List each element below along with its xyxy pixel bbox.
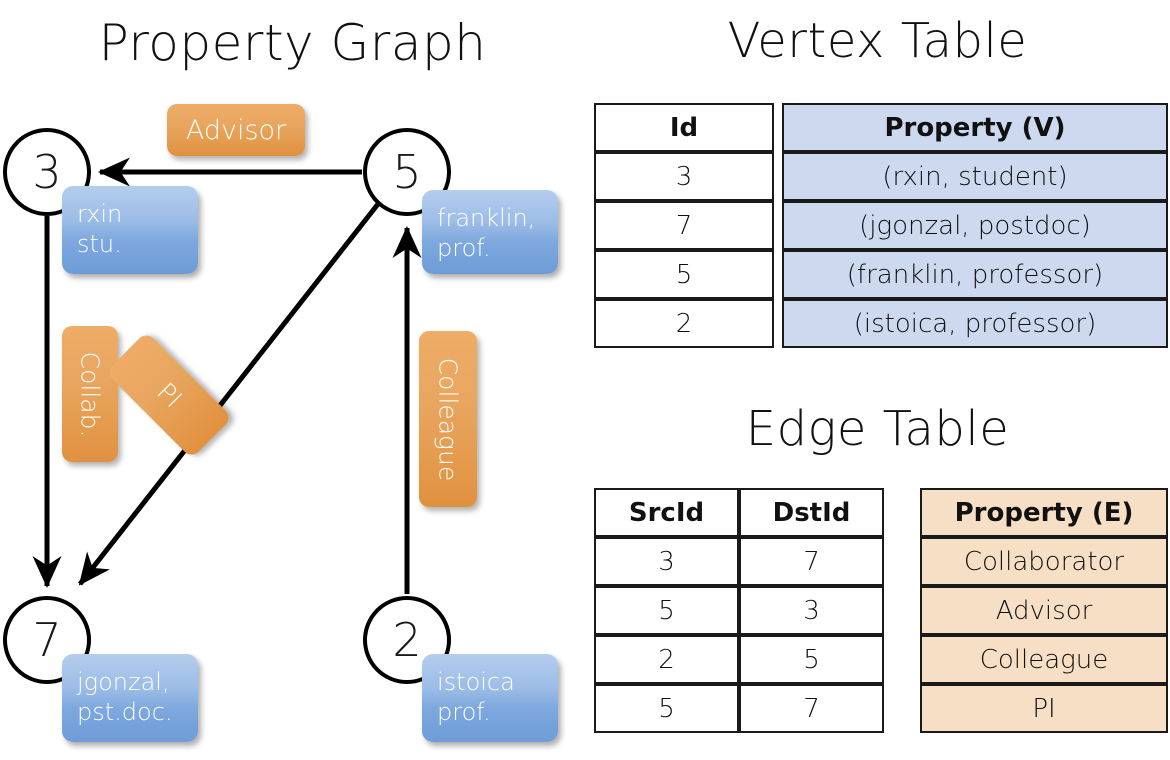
vertex-property-box-5: franklin, prof. [422,190,558,274]
vertex-table-id-column: Id 3 7 5 2 [594,103,774,348]
vertex-property-box-2: istoica prof. [422,654,558,742]
table-header-row: Id [594,103,774,152]
vertex-table-cell-id: 7 [594,201,774,250]
edge-label-box-pi: PI [105,331,233,459]
edge-table-cell-src: 3 [594,537,739,586]
table-row: Colleague [920,635,1168,684]
table-row: (istoica, professor) [782,299,1168,348]
vertex-table-header-property: Property (V) [782,103,1168,152]
table-row: (franklin, professor) [782,250,1168,299]
vertex-table-cell-id: 5 [594,250,774,299]
table-row: 2 5 [594,635,884,684]
table-header-row: Property (V) [782,103,1168,152]
edge-label-pi-text: PI [150,376,188,414]
edge-label-box-advisor: Advisor [167,104,305,156]
vertex-property-box-7: jgonzal, pst.doc. [62,654,198,742]
graph-node-2-label: 2 [392,613,422,667]
table-header-row: Property (E) [920,488,1168,537]
edge-table-header-property: Property (E) [920,488,1168,537]
vertex-table-cell-property: (jgonzal, postdoc) [782,201,1168,250]
edge-label-collab-text: Collab. [75,351,105,437]
graph-node-5[interactable]: 5 [363,128,451,216]
table-row: (jgonzal, postdoc) [782,201,1168,250]
edge-table-cell-src: 2 [594,635,739,684]
edge-label-colleague-text: Colleague [433,357,463,481]
edge-table-cell-property: Colleague [920,635,1168,684]
edge-table-cell-dst: 3 [739,586,884,635]
vertex-table-cell-id: 3 [594,152,774,201]
page-title-edge-table: Edge Table [745,401,1010,457]
table-row: 7 [594,201,774,250]
edge-label-box-collab: Collab. [62,326,118,462]
edge-label-advisor-text: Advisor [185,114,287,146]
table-row: 2 [594,299,774,348]
edge-label-box-colleague: Colleague [419,331,477,507]
table-row: 5 [594,250,774,299]
table-row: (rxin, student) [782,152,1168,201]
table-row: 5 3 [594,586,884,635]
edge-table-cell-src: 5 [594,586,739,635]
table-row: Collaborator [920,537,1168,586]
edge-table-cell-src: 5 [594,684,739,733]
graph-node-7-label: 7 [32,613,62,667]
graph-node-2[interactable]: 2 [363,596,451,684]
table-row: PI [920,684,1168,733]
vertex-table-property-column: Property (V) (rxin, student) (jgonzal, p… [782,103,1168,348]
edge-table-header-srcid: SrcId [594,488,739,537]
table-row: 3 [594,152,774,201]
edge-table-cell-property: Advisor [920,586,1168,635]
vertex-table-header-id: Id [594,103,774,152]
vertex-table-cell-id: 2 [594,299,774,348]
edge-table-cell-property: PI [920,684,1168,733]
edge-table-cell-dst: 7 [739,537,884,586]
table-row: Advisor [920,586,1168,635]
vertex-table-cell-property: (franklin, professor) [782,250,1168,299]
edge-table-header-dstid: DstId [739,488,884,537]
edge-table-id-columns: SrcId DstId 3 7 5 3 2 5 5 7 [594,488,884,733]
table-header-row: SrcId DstId [594,488,884,537]
edge-table-property-column: Property (E) Collaborator Advisor Collea… [920,488,1168,733]
vertex-table-cell-property: (rxin, student) [782,152,1168,201]
vertex-property-box-3: rxin stu. [62,186,198,274]
graph-node-5-label: 5 [392,145,422,199]
table-row: 5 7 [594,684,884,733]
vertex-table-cell-property: (istoica, professor) [782,299,1168,348]
property-graph-panel: 3 5 7 2 rxin stu. franklin, prof. jgonza… [3,104,558,742]
graph-node-3-label: 3 [32,145,62,199]
edge-table-cell-dst: 7 [739,684,884,733]
page-title-property-graph: Property Graph [98,14,487,72]
edge-table-cell-dst: 5 [739,635,884,684]
page-title-vertex-table: Vertex Table [727,13,1028,69]
edge-table-cell-property: Collaborator [920,537,1168,586]
table-row: 3 7 [594,537,884,586]
